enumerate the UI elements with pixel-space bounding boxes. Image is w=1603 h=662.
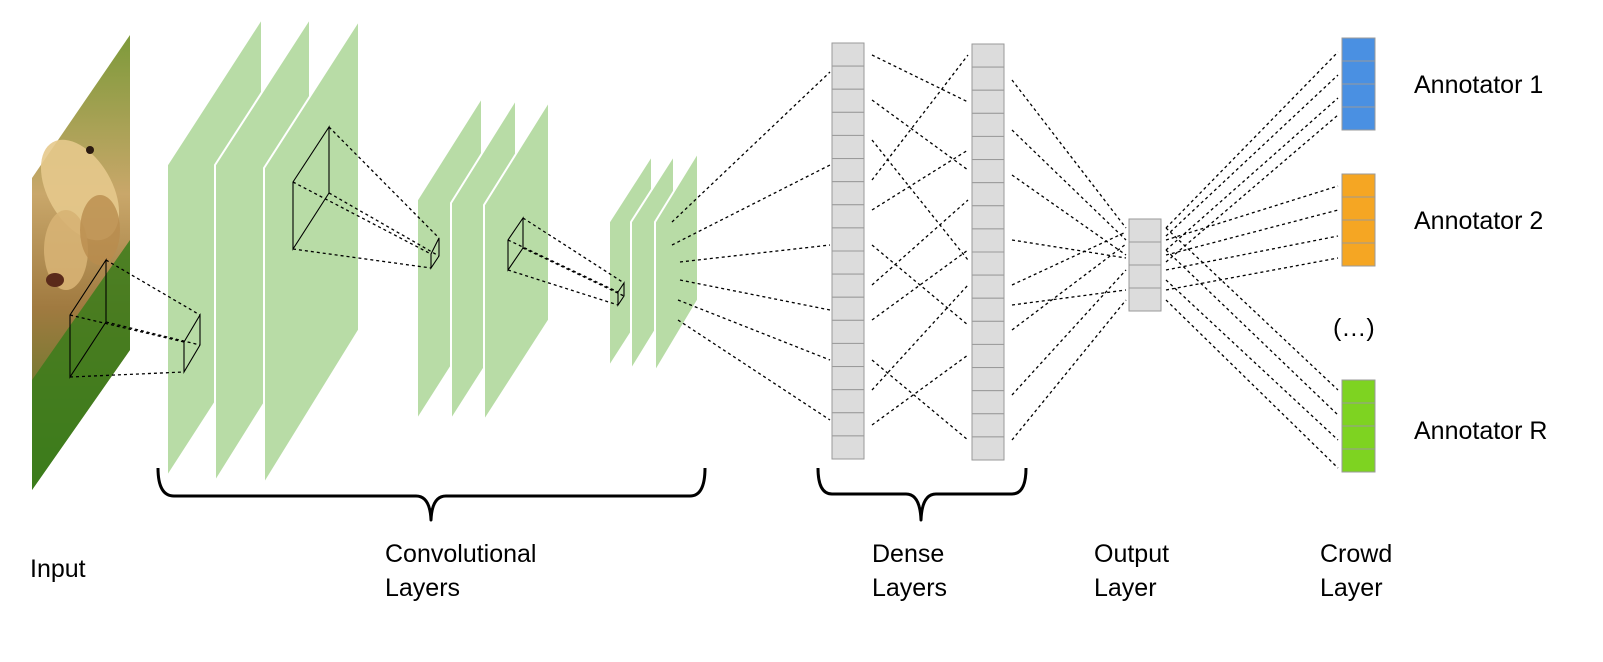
dense-label-line1: Dense [872, 540, 944, 568]
dense-neuron [971, 182, 1005, 207]
feature-map [654, 148, 699, 376]
dense-neuron [831, 204, 865, 229]
dense-neuron [971, 135, 1005, 161]
dense-neuron [971, 320, 1005, 345]
dense-neuron [831, 412, 865, 437]
dense-neuron [831, 181, 865, 206]
conv-connections [69, 126, 625, 378]
output-to-crowd-connections [1165, 51, 1339, 469]
dense-neuron [971, 228, 1005, 253]
annotator-matrix-cell [1341, 37, 1376, 62]
conv-label-line1: Convolutional [385, 540, 537, 568]
dense-neuron [971, 297, 1005, 322]
annotator-matrix-cell [1341, 448, 1376, 473]
output-label-line2: Layer [1094, 574, 1157, 602]
annotator-matrix-cell [1341, 219, 1376, 244]
annotator-matrix-cell [1341, 196, 1376, 221]
dense-neuron [831, 319, 865, 344]
input-image [32, 35, 130, 490]
dense-neuron [831, 296, 865, 321]
dense-layer-2 [971, 43, 1005, 461]
dense-to-output-connections [1011, 79, 1127, 441]
crowd-layer [1341, 37, 1376, 473]
dense-neuron [831, 134, 865, 160]
conv-block-3 [608, 148, 699, 376]
conv3-kernel [617, 281, 625, 307]
input-label: Input [30, 555, 86, 583]
output-neuron [1128, 241, 1162, 266]
dense-neuron [971, 43, 1005, 68]
dense-neuron [971, 390, 1005, 415]
conv-label-line2: Layers [385, 574, 460, 602]
dense-connections [871, 54, 969, 441]
dense-neuron [831, 250, 865, 275]
dense-neuron [971, 112, 1005, 137]
dense-layer-1 [831, 42, 865, 460]
annotator-matrix-cell [1341, 402, 1376, 427]
dense-neuron [831, 342, 865, 368]
conv-to-dense-connections [671, 71, 831, 421]
output-label-line1: Output [1094, 540, 1169, 568]
annotator-2-label: Annotator 2 [1414, 207, 1543, 235]
dense-neuron [831, 273, 865, 298]
dense-neuron [831, 366, 865, 391]
annotator-r-label: Annotator R [1414, 417, 1547, 445]
dense-neuron [831, 65, 865, 90]
output-neuron [1128, 264, 1162, 289]
dense-neuron [971, 413, 1005, 438]
annotator-ellipsis: (…) [1333, 314, 1375, 342]
output-neuron [1128, 287, 1162, 312]
annotator-matrix-cell [1341, 83, 1376, 108]
dense-neuron [831, 435, 865, 460]
crowd-label-line2: Layer [1320, 574, 1383, 602]
dense-neuron [971, 205, 1005, 230]
dense-neuron [971, 251, 1005, 276]
annotator-1-label: Annotator 1 [1414, 71, 1543, 99]
annotator-matrix-cell [1341, 60, 1376, 85]
output-layer [1128, 218, 1162, 312]
conv-block-2 [416, 93, 550, 425]
dense-label-line2: Layers [872, 574, 947, 602]
dense-neuron [971, 66, 1005, 91]
annotator-matrix-cell [1341, 106, 1376, 131]
dense-neuron [971, 343, 1005, 369]
dense-neuron [971, 89, 1005, 114]
dense-neuron [831, 158, 865, 183]
conv-block-1 [166, 14, 360, 488]
dense-neuron [831, 227, 865, 252]
dense-neuron [971, 367, 1005, 392]
annotator-matrix-cell [1341, 425, 1376, 450]
dense-neuron [971, 159, 1005, 184]
annotator-matrix-cell [1341, 379, 1376, 404]
dense-neuron [831, 111, 865, 136]
dense-neuron [831, 42, 865, 67]
dense-neuron [831, 88, 865, 113]
dense-neuron [971, 274, 1005, 299]
dense-brace [816, 467, 1028, 522]
crowd-label-line1: Crowd [1320, 540, 1392, 568]
dense-neuron [831, 389, 865, 414]
annotator-matrix-cell [1341, 242, 1376, 267]
feature-map [483, 97, 550, 425]
annotator-matrix-cell [1341, 173, 1376, 198]
dense-neuron [971, 436, 1005, 461]
conv-brace [156, 467, 707, 522]
output-neuron [1128, 218, 1162, 243]
